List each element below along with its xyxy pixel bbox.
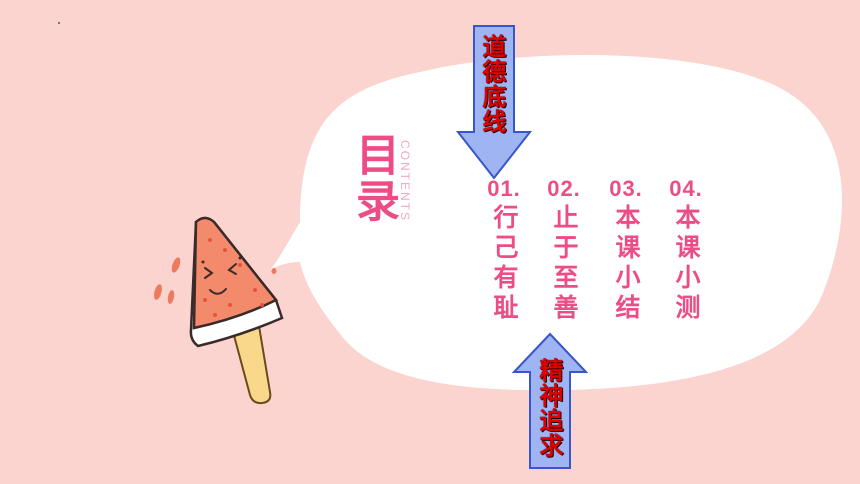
item-number: 04. <box>669 176 703 201</box>
popsicle-stick <box>230 318 272 405</box>
item-number: 03. <box>609 176 643 201</box>
watermelon-slice <box>189 216 284 348</box>
contents-title: 目录 <box>348 132 428 242</box>
arrow-down-icon <box>455 25 533 180</box>
title-english: CONTENTS <box>398 140 412 222</box>
item-number: 02. <box>547 176 581 201</box>
item-number: 01. <box>487 176 521 201</box>
motion-marks <box>154 257 277 304</box>
list-item[interactable]: 02. 止于至善 <box>536 176 592 328</box>
title-chinese: 目录 <box>348 132 399 224</box>
list-item[interactable]: 04. 本课小测 <box>658 176 714 328</box>
list-item[interactable]: 01. 行己有耻 <box>476 176 532 328</box>
arrow-label-spiritual-pursuit: 精神追求 <box>535 358 563 458</box>
bubble-shape <box>270 54 843 391</box>
item-label: 本课小测 <box>672 204 701 324</box>
speck <box>58 22 60 24</box>
item-label: 行己有耻 <box>490 204 519 324</box>
face <box>204 263 237 295</box>
list-item[interactable]: 03. 本课小结 <box>598 176 654 328</box>
item-label: 本课小结 <box>612 204 641 324</box>
arrow-up-icon <box>511 332 589 469</box>
item-label: 止于至善 <box>550 204 579 324</box>
arrow-label-moral-bottom-line: 道德底线 <box>478 34 506 134</box>
